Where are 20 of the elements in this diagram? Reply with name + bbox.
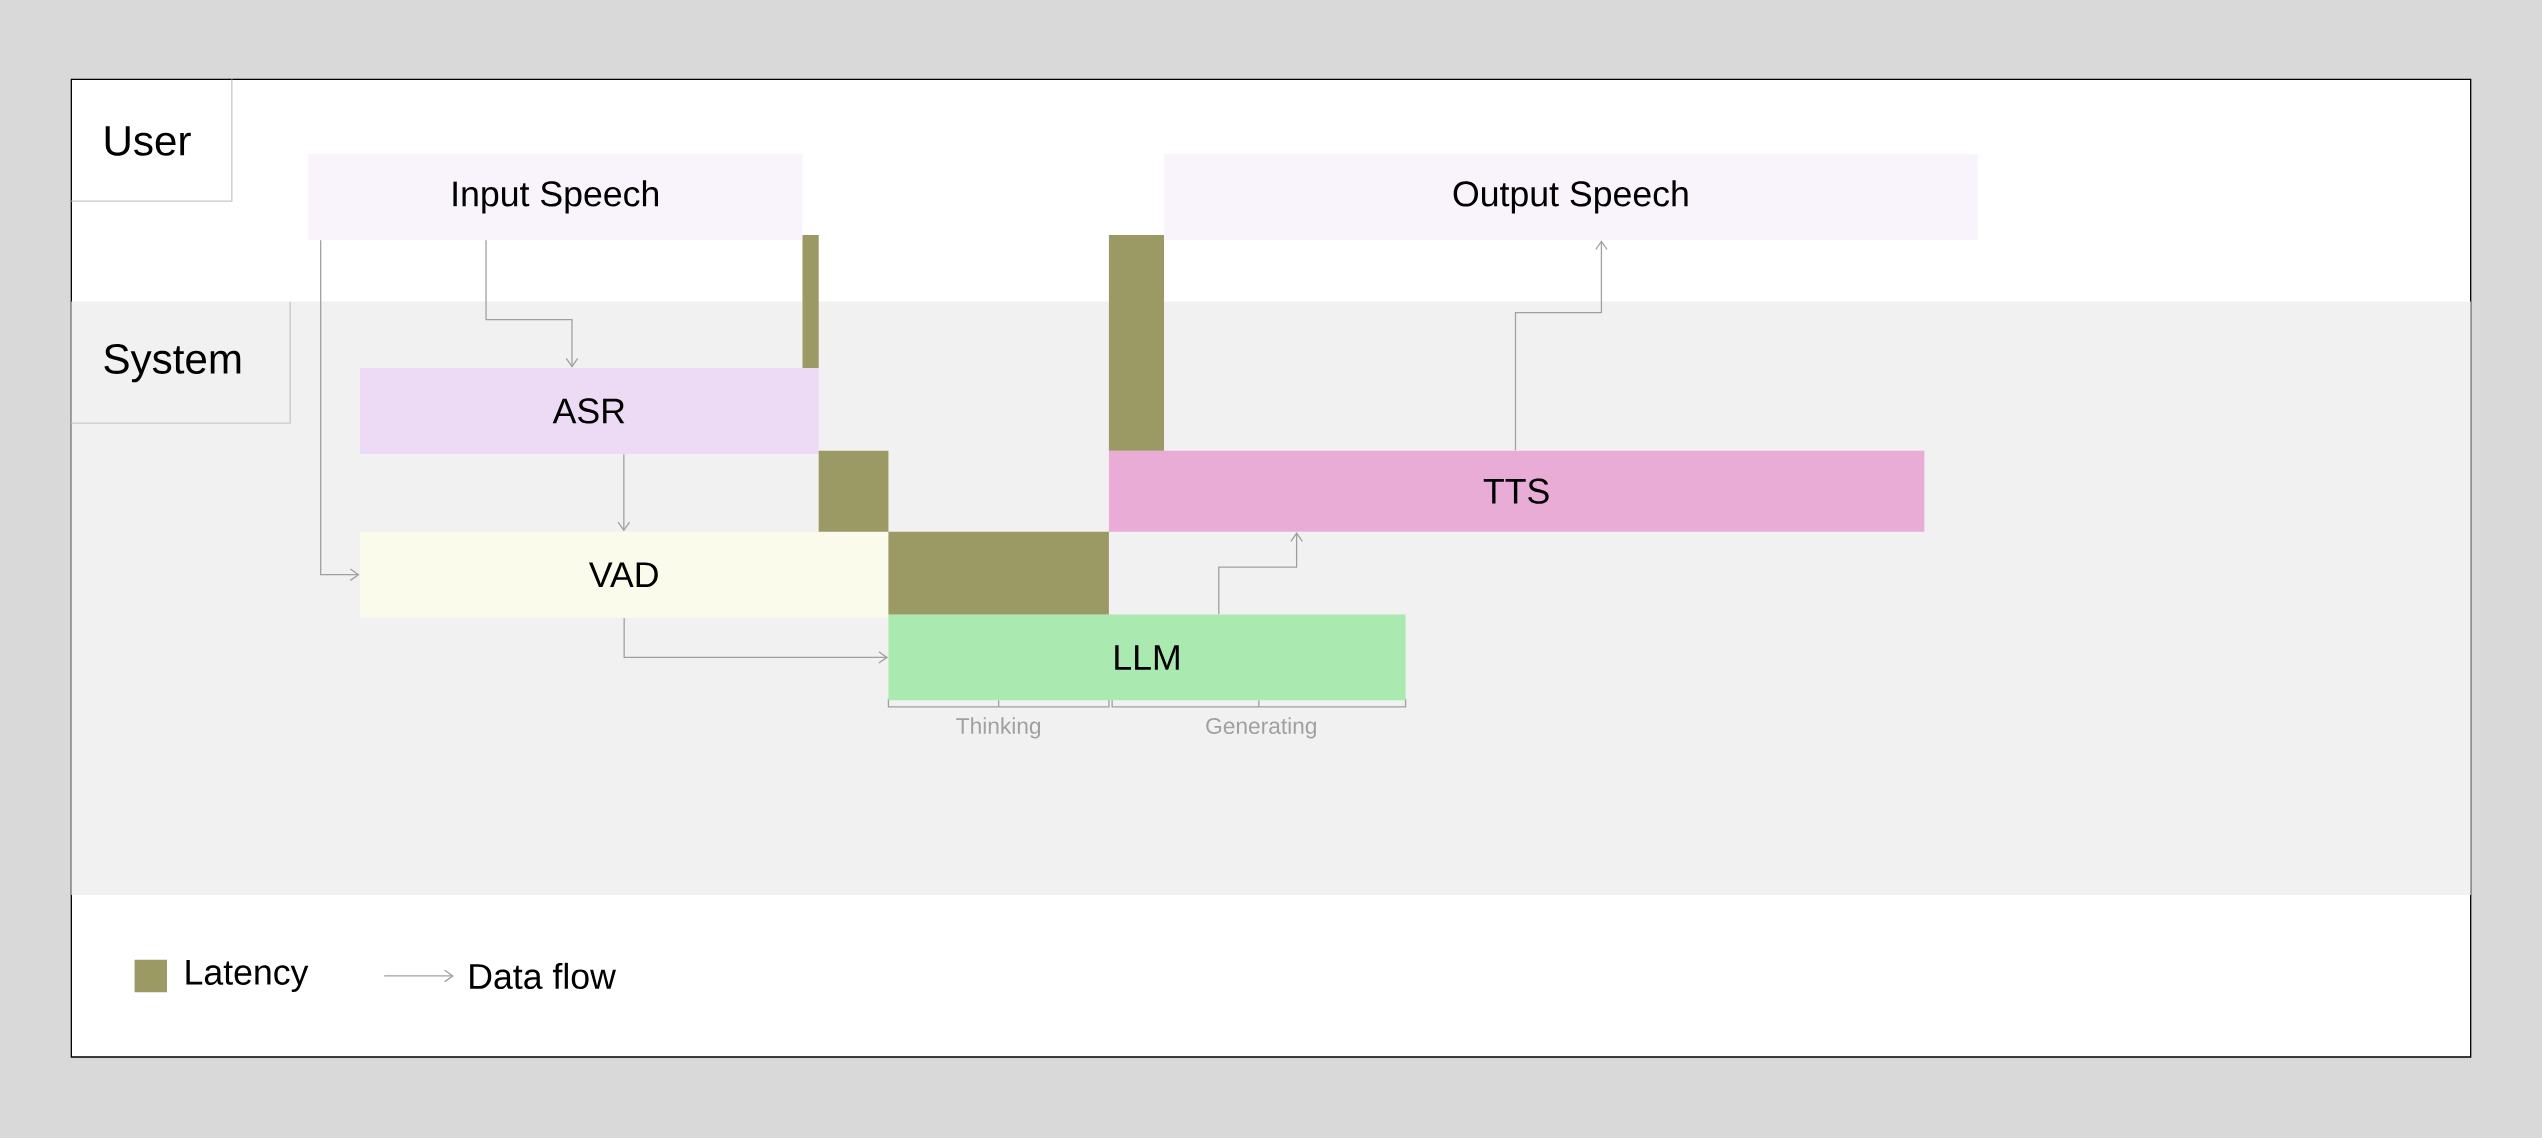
process-box: ASR <box>359 368 819 454</box>
legend-label: Latency <box>186 959 309 992</box>
speech-box: Input Speech <box>308 154 803 240</box>
process-box: LLM <box>888 614 1406 701</box>
arrow <box>617 453 631 532</box>
latency-bar <box>888 531 1109 615</box>
arrow <box>320 239 360 581</box>
arrow <box>485 239 579 368</box>
arrow <box>1218 532 1303 615</box>
region-label: User <box>105 126 191 156</box>
legend-label: Data flow <box>470 962 616 990</box>
process-box: VAD <box>359 531 889 618</box>
arrow <box>1514 240 1608 451</box>
latency-bar <box>818 450 889 532</box>
region-label: System <box>104 344 241 383</box>
speech-box: Output Speech <box>1164 154 1978 240</box>
process-box: TTS <box>1108 450 1925 532</box>
arrow <box>623 617 889 664</box>
latency-bar <box>802 235 819 368</box>
latency-bar <box>1108 235 1164 451</box>
